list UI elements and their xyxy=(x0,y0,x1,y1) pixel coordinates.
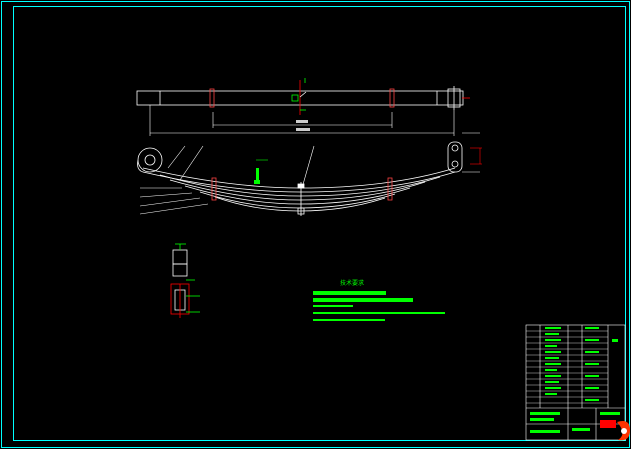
notes-bar-2 xyxy=(313,298,413,302)
leaf-spring-side-view xyxy=(137,141,463,216)
inner-frame xyxy=(13,6,626,441)
top-view xyxy=(136,78,470,115)
leader-lines xyxy=(139,132,482,215)
notes-title: 技术要求 xyxy=(340,279,364,287)
dim-label-2 xyxy=(296,128,310,131)
top-view-dimensions xyxy=(149,105,455,136)
dim-label-1 xyxy=(296,120,308,123)
title-block-text xyxy=(530,327,620,433)
notes-lines xyxy=(313,305,445,321)
green-annotation-2 xyxy=(254,180,260,184)
red-logo-icon xyxy=(600,420,630,441)
green-annotation-1 xyxy=(256,168,259,180)
title-block-rows xyxy=(526,330,608,404)
notes-bar-1 xyxy=(313,291,386,295)
bushing-section-view xyxy=(170,243,200,318)
